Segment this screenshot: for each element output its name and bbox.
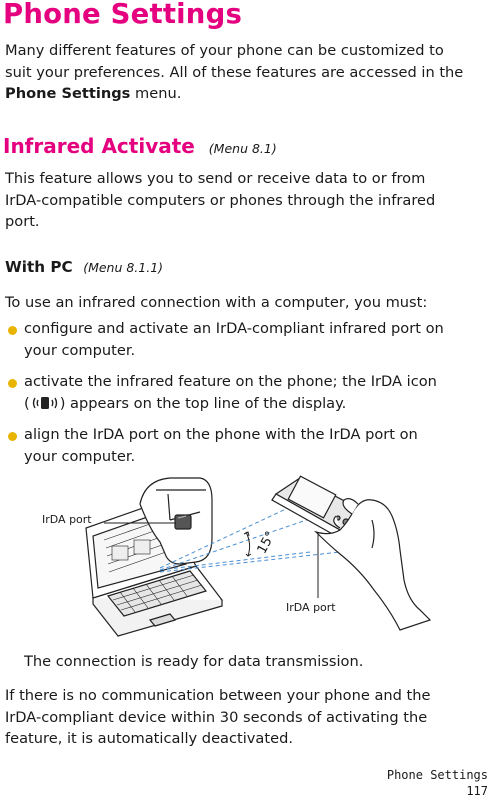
bullet-item: activate the infrared feature on the pho… xyxy=(24,371,490,419)
subsection-menu-ref: (Menu 8.1.1) xyxy=(83,260,164,275)
intro-line-3: Phone Settings menu. xyxy=(5,83,491,105)
subsection-intro: To use an infrared connection with a com… xyxy=(5,294,428,311)
bullet-2-line-1: activate the infrared feature on the pho… xyxy=(24,373,437,390)
section-desc-line-3: port. xyxy=(5,213,40,230)
irda-icon xyxy=(32,393,58,420)
intro-line-1: Many different features of your phone ca… xyxy=(5,42,444,59)
bullet-3-line-1: align the IrDA port on the phone with th… xyxy=(24,426,418,443)
page-number: 117 xyxy=(466,784,488,798)
bullet-marker xyxy=(8,432,17,441)
irda-alignment-illustration: 15° IrDA port IrDA port xyxy=(42,475,432,637)
irda-port-zoom-bubble xyxy=(139,477,213,565)
intro-line-3-rest: menu. xyxy=(130,85,182,102)
page-title: Phone Settings xyxy=(3,0,243,30)
section-menu-ref: (Menu 8.1) xyxy=(208,141,277,156)
intro-paragraph: Many different features of your phone ca… xyxy=(5,40,491,105)
angle-marker xyxy=(243,531,252,557)
footer-section: Phone Settings xyxy=(386,768,488,782)
section-desc-line-2: IrDA-compatible computers or phones thro… xyxy=(5,191,436,209)
angle-label: 15° xyxy=(255,529,279,556)
section-desc-line-1: This feature allows you to send or recei… xyxy=(5,170,426,187)
bullet-1-line-2: your computer. xyxy=(24,341,136,359)
section-description: This feature allows you to send or recei… xyxy=(5,168,491,233)
ready-text: The connection is ready for data transmi… xyxy=(24,653,364,670)
closing-paragraph: If there is no communication between you… xyxy=(5,685,491,750)
closing-line-1: If there is no communication between you… xyxy=(5,687,431,704)
callout-lines xyxy=(104,522,319,598)
section-title: Infrared Activate xyxy=(3,134,195,158)
bullet-item: configure and activate an IrDA-compliant… xyxy=(24,318,490,361)
bullet-2-line-2: ( ) appears on the top line of the displ… xyxy=(24,393,490,420)
intro-menu-name: Phone Settings xyxy=(5,85,131,102)
bullet-3-line-2: your computer. xyxy=(24,447,136,465)
hand-illustration xyxy=(313,498,432,631)
irda-port-label-computer: IrDA port xyxy=(42,513,92,526)
bullet-1-line-1: configure and activate an IrDA-compliant… xyxy=(24,320,444,337)
bullet-item: align the IrDA port on the phone with th… xyxy=(24,424,490,467)
section-heading: Infrared Activate (Menu 8.1) xyxy=(3,134,277,158)
subsection-title: With PC xyxy=(5,258,73,276)
intro-line-2: suit your preferences. All of these feat… xyxy=(5,63,464,81)
subsection-heading: With PC (Menu 8.1.1) xyxy=(5,258,163,276)
bullet-marker xyxy=(8,326,17,335)
phone-illustration xyxy=(271,475,364,537)
bullet-marker xyxy=(8,379,17,388)
irda-port-label-phone: IrDA port xyxy=(286,601,336,614)
bullet-2-open-paren: ( xyxy=(24,394,30,412)
infrared-beam xyxy=(159,507,341,573)
closing-line-3: feature, it is automatically deactivated… xyxy=(5,730,293,747)
closing-line-2: IrDA-compliant device within 30 seconds … xyxy=(5,708,428,726)
bullet-2-line-2-rest: ) appears on the top line of the display… xyxy=(59,394,347,412)
